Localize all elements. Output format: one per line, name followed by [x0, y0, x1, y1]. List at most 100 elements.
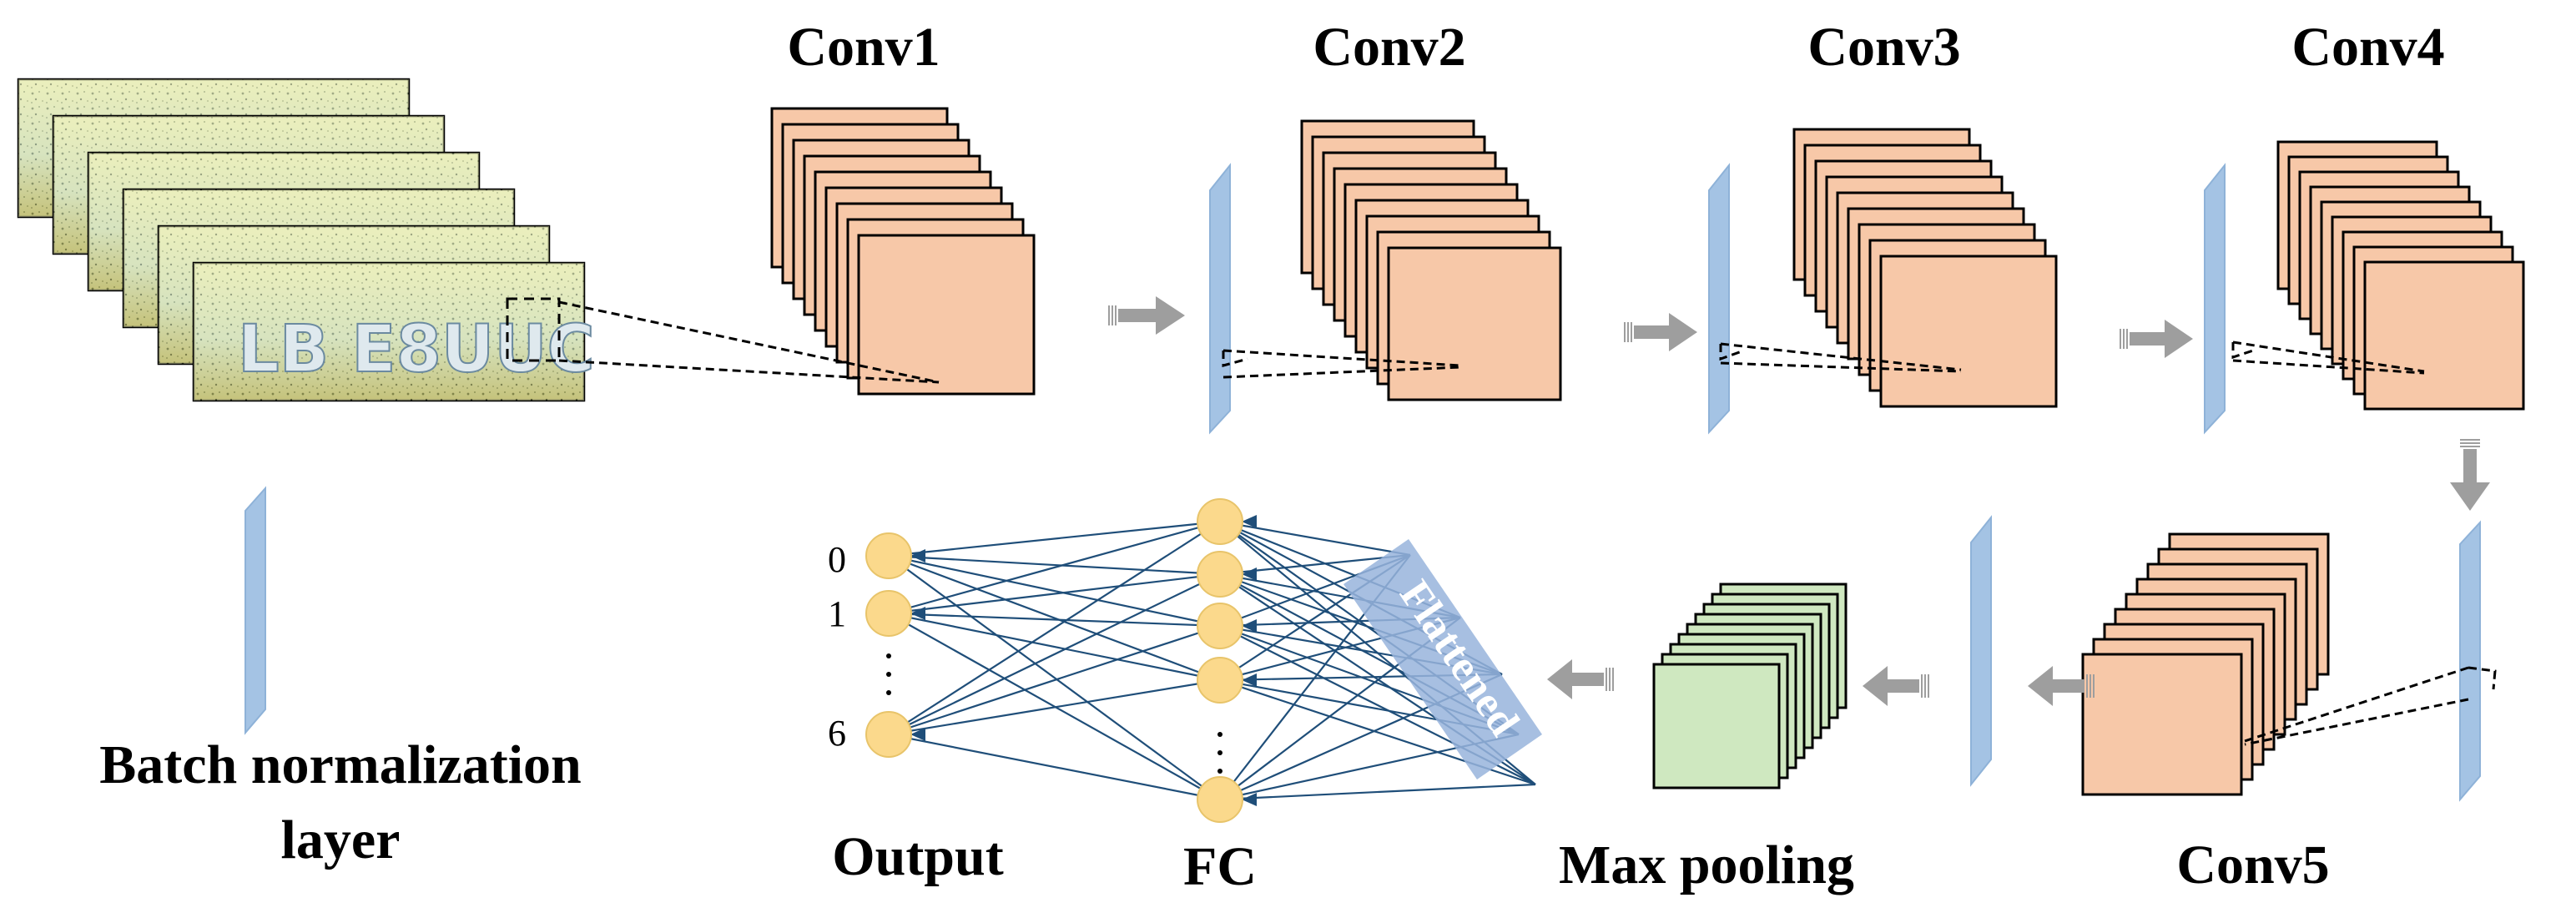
fc-neurons: [1197, 498, 1243, 823]
fc-arrowhead: [1242, 619, 1257, 633]
fc-connection: [1219, 520, 1411, 557]
output-neurons: [865, 532, 912, 758]
fc-connection: [1219, 783, 1536, 801]
max-pooling-maps: [1652, 583, 1848, 789]
pool-map: [1652, 663, 1781, 789]
arrow-tail: [2460, 442, 2480, 444]
arrow-tail: [1112, 305, 1113, 325]
receptive-marker: [2231, 342, 2254, 360]
arrow-conv4-down: [2450, 449, 2490, 511]
fc-connection: [888, 624, 1221, 736]
output-ellipsis: [886, 653, 891, 695]
output-neuron: [865, 590, 912, 637]
bn-layer-3: [2204, 163, 2226, 435]
fc-connection: [888, 554, 1221, 628]
arrow-tail: [2460, 446, 2480, 447]
projection-line: [558, 359, 940, 384]
fc-connection: [888, 554, 1221, 682]
fc-connection: [888, 520, 1221, 557]
arrow-tail: [2123, 329, 2125, 349]
conv3-label: Conv3: [1807, 17, 1960, 78]
fc-connection: [888, 554, 1221, 576]
flattened-bar: [1343, 539, 1542, 779]
output-neuron: [865, 532, 912, 579]
batch-norm-layer: [244, 486, 266, 735]
conv5-map: [2081, 653, 2243, 796]
arrow-tail: [2093, 674, 2095, 698]
arrow-tail: [1928, 674, 1929, 698]
conv1-map: [857, 234, 1036, 396]
arrow-tail: [1624, 322, 1626, 342]
input-plate-text: LB E8UUC: [238, 312, 595, 387]
fc-label: FC: [1183, 836, 1257, 897]
arrow-conv5-bn5: [2028, 666, 2084, 706]
fc-connection: [888, 733, 1221, 801]
arrow-tail: [1108, 305, 1110, 325]
fc-neuron: [1197, 603, 1243, 649]
conv2-feature-maps: [1300, 119, 1562, 401]
bn-layer-4: [2459, 520, 2481, 802]
arrow-conv1-bn1: [1118, 296, 1185, 335]
conv4-feature-maps: [2276, 140, 2525, 411]
arrow-conv2-bn2: [1634, 313, 1697, 351]
arrow-tail: [1631, 322, 1632, 342]
arrow-conv3-bn3: [2130, 320, 2193, 358]
output-index-0: 0: [828, 539, 846, 580]
fc-arrowhead: [1242, 515, 1257, 528]
receptive-marker: [1222, 351, 1248, 367]
conv2-map: [1387, 246, 1562, 401]
fc-arrowhead: [1242, 568, 1257, 581]
conv5-feature-maps: [2081, 532, 2330, 796]
bn-layer-5: [1970, 515, 1992, 787]
projection-line: [2232, 359, 2425, 375]
fc-connection: [888, 555, 1221, 800]
fc-connection: [888, 678, 1221, 736]
bn-layer-2: [1708, 163, 1730, 435]
fc-arrowhead: [1242, 673, 1257, 687]
arrow-tail: [1627, 322, 1629, 342]
flattened-layer: Flattened: [1343, 539, 1542, 779]
arrow-tail: [2120, 329, 2121, 349]
arrow-tail: [2086, 674, 2088, 698]
fc-neuron: [1197, 498, 1243, 545]
arrow-tail: [2460, 439, 2480, 441]
projection-line: [2244, 698, 2469, 746]
projection-line: [2232, 340, 2425, 373]
arrow-tail: [1924, 674, 1926, 698]
projection-line: [558, 300, 940, 384]
arrow-tail: [1609, 668, 1611, 691]
batch-norm-label-line2: layer: [281, 810, 401, 870]
input-image-stack: LB E8UUC: [17, 78, 596, 402]
receptive-marker: [2468, 666, 2497, 690]
conv5-label: Conv5: [2176, 835, 2329, 895]
conv1-label: Conv1: [787, 17, 940, 78]
arrow-pool-flattened: [1547, 659, 1604, 699]
output-arrowhead: [910, 728, 925, 741]
output-index-6: 6: [828, 713, 846, 754]
projection-line: [1720, 342, 1962, 371]
arrow-tail: [2090, 674, 2091, 698]
projection-line: [1720, 361, 1962, 373]
output-label: Output: [832, 826, 1003, 887]
receptive-field-box: [506, 297, 561, 362]
conv4-map: [2363, 260, 2525, 411]
conv4-label: Conv4: [2291, 17, 2444, 78]
fc-connection: [888, 520, 1221, 615]
conv2-label: Conv2: [1313, 17, 1465, 78]
fc-arrowhead: [1242, 793, 1257, 806]
output-index-1: 1: [828, 593, 846, 634]
batch-norm-label-line1: Batch normalization: [99, 734, 581, 795]
conv1-feature-maps: [770, 107, 1036, 396]
input-image-noise: [194, 263, 584, 401]
arrow-tail: [1115, 305, 1117, 325]
projection-lines: [558, 300, 2497, 746]
bn-layer-1: [1209, 163, 1231, 435]
arrow-tail: [1612, 668, 1614, 691]
fc-neuron: [1197, 551, 1243, 598]
output-arrowhead: [910, 549, 925, 562]
fc-connection: [888, 521, 1221, 735]
fc-neuron: [1197, 776, 1243, 823]
fc-connection: [888, 612, 1221, 682]
fc-neuron: [1197, 657, 1243, 704]
